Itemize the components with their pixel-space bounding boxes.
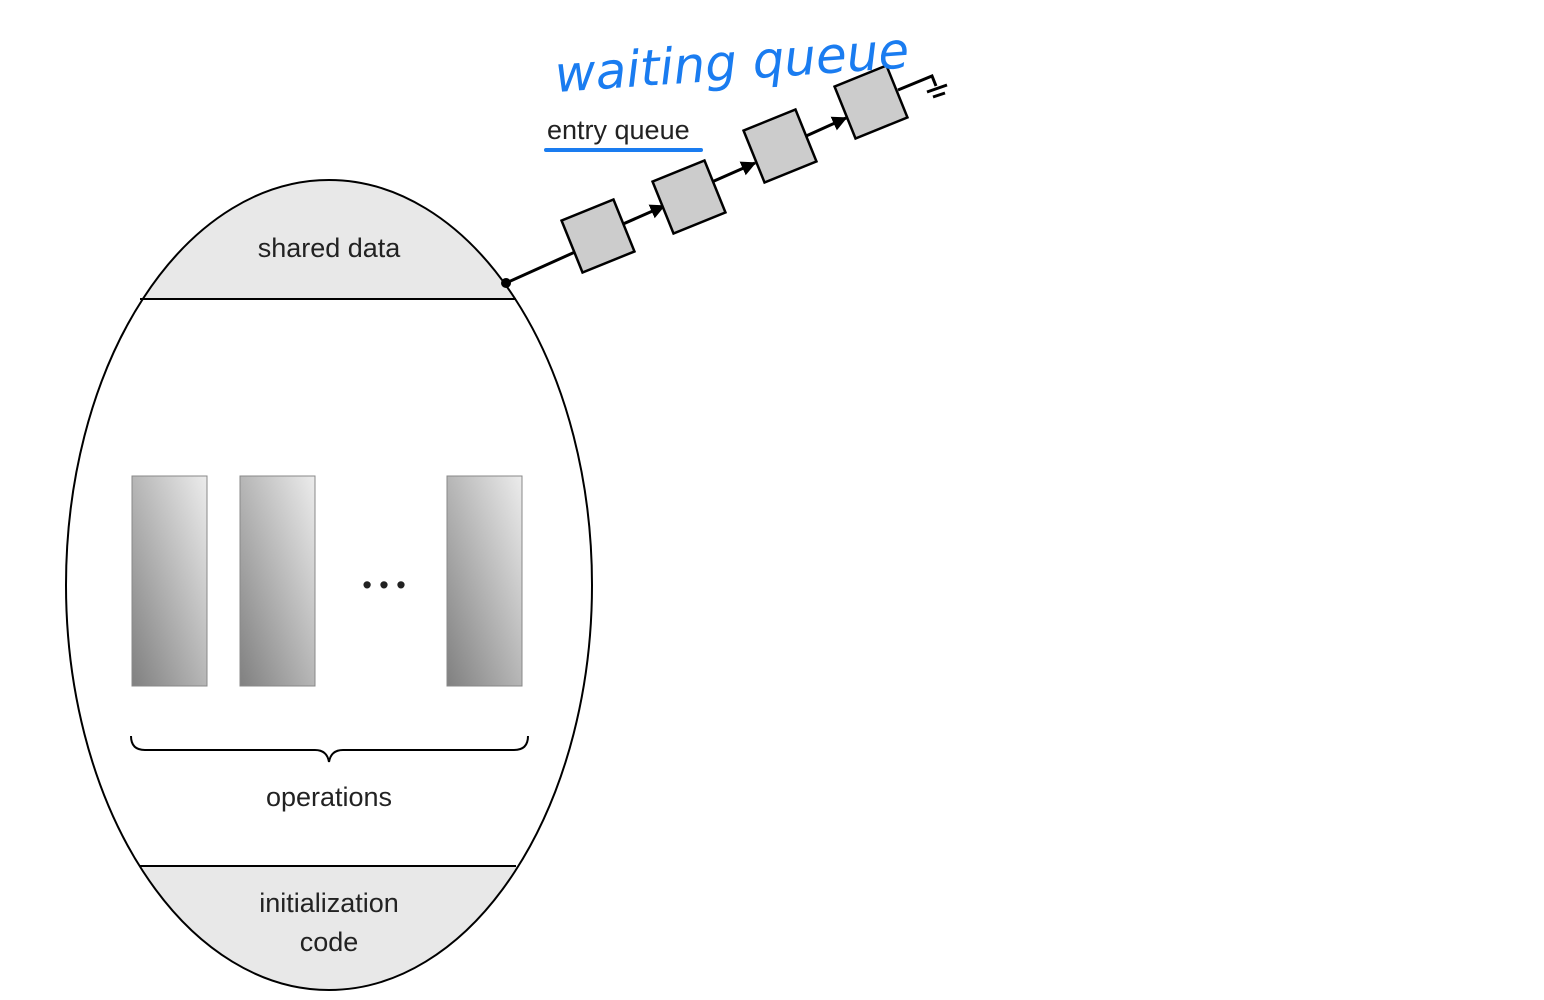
operation-box — [131, 475, 208, 687]
queue-process-box — [832, 63, 910, 141]
queue-link — [505, 250, 576, 285]
monitor-ellipse — [65, 179, 593, 991]
queue-process-box — [650, 158, 728, 236]
initialization-label: initialization — [259, 888, 399, 918]
code-label: code — [300, 927, 359, 957]
queue-process-box — [741, 107, 819, 185]
operations-label: operations — [266, 782, 392, 812]
operation-box — [446, 475, 523, 687]
shared-data-label: shared data — [258, 233, 402, 263]
operations-brace — [130, 735, 529, 763]
queue-process-box — [559, 197, 637, 275]
ground-icon — [897, 74, 948, 99]
entry-queue-label: entry queue — [547, 115, 690, 145]
ellipsis: • • • — [362, 570, 405, 600]
operation-box — [239, 475, 316, 687]
